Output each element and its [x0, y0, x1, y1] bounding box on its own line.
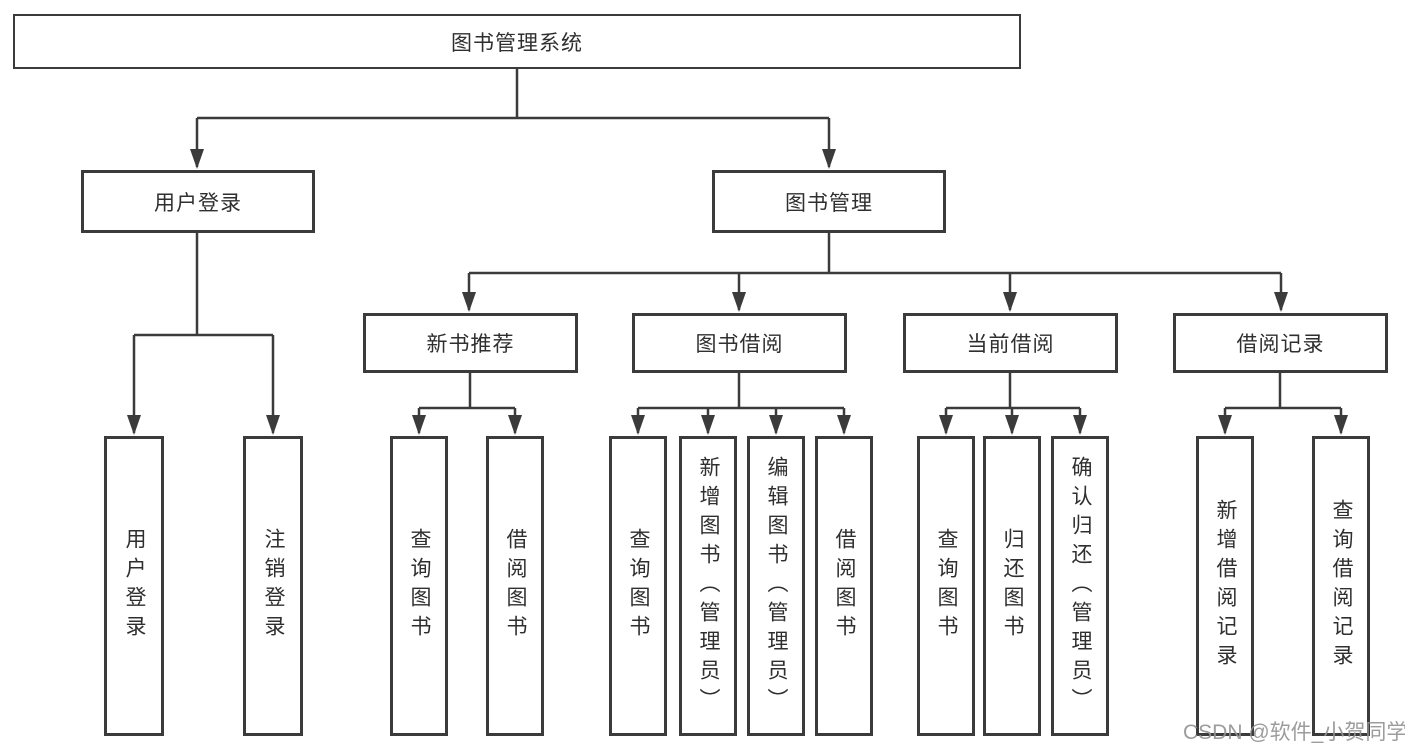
leaf-confirm-return-admin-label: 确认归还（管理员）: [1069, 455, 1092, 717]
leaf-borrow-books-label: 借阅图书: [833, 528, 856, 644]
node-book-borrow-label: 图书借阅: [695, 333, 784, 356]
node-current-borrow: 当前借阅: [903, 313, 1118, 373]
node-new-book-recommend-label: 新书推荐: [426, 333, 515, 356]
leaf-recommend-query-books-label: 查询图书: [408, 528, 431, 644]
leaf-borrow-query-books-label: 查询图书: [627, 528, 650, 644]
arrowheads: [127, 149, 1348, 435]
leaf-recommend-borrow-books: 借阅图书: [486, 436, 544, 736]
node-root: 图书管理系统: [13, 14, 1021, 69]
leaf-query-borrow-record-label: 查询借阅记录: [1330, 499, 1353, 673]
leaf-logout-label: 注销登录: [262, 528, 285, 644]
node-book-management-label: 图书管理: [785, 191, 873, 215]
csdn-watermark: CSDN @软件_小贺同学: [1183, 721, 1405, 744]
leaf-add-books-admin-label: 新增图书（管理员）: [697, 455, 720, 717]
node-root-label: 图书管理系统: [451, 31, 583, 55]
leaf-recommend-query-books: 查询图书: [390, 436, 448, 736]
leaf-return-books-label: 归还图书: [1001, 528, 1024, 644]
leaf-add-borrow-record-label: 新增借阅记录: [1214, 499, 1237, 673]
node-new-book-recommend: 新书推荐: [363, 313, 578, 373]
leaf-borrow-books: 借阅图书: [815, 436, 873, 736]
node-current-borrow-label: 当前借阅: [966, 333, 1055, 356]
leaf-confirm-return-admin: 确认归还（管理员）: [1051, 436, 1109, 736]
node-book-borrow: 图书借阅: [632, 313, 847, 373]
leaf-return-books: 归还图书: [983, 436, 1041, 736]
leaf-borrow-query-books: 查询图书: [609, 436, 667, 736]
leaf-edit-books-admin: 编辑图书（管理员）: [747, 436, 805, 736]
leaf-add-books-admin: 新增图书（管理员）: [679, 436, 737, 736]
leaf-query-borrow-record: 查询借阅记录: [1312, 436, 1370, 736]
leaf-recommend-borrow-books-label: 借阅图书: [504, 528, 527, 644]
leaf-user-login: 用户登录: [104, 436, 164, 736]
node-book-management: 图书管理: [712, 170, 946, 233]
leaf-current-query-books-label: 查询图书: [935, 528, 958, 644]
node-borrow-records: 借阅记录: [1173, 313, 1388, 373]
leaf-current-query-books: 查询图书: [917, 436, 975, 736]
node-borrow-records-label: 借阅记录: [1236, 333, 1325, 356]
node-user-login: 用户登录: [81, 170, 315, 233]
leaf-edit-books-admin-label: 编辑图书（管理员）: [765, 455, 788, 717]
node-user-login-label: 用户登录: [154, 191, 242, 215]
leaf-user-login-label: 用户登录: [123, 528, 146, 644]
leaf-logout: 注销登录: [243, 436, 303, 736]
leaf-add-borrow-record: 新增借阅记录: [1196, 436, 1254, 736]
